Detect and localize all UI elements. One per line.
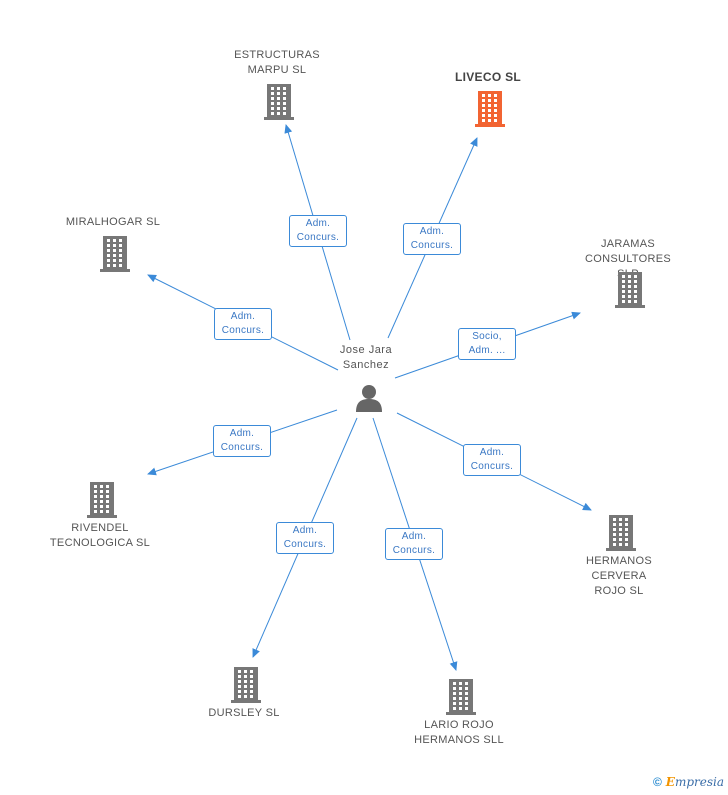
footer-brand[interactable]: ©Empresia	[653, 775, 724, 789]
relation-label[interactable]: Adm. Concurs.	[289, 215, 347, 247]
relation-label[interactable]: Adm. Concurs.	[276, 522, 334, 554]
company-label[interactable]: MIRALHOGAR SL	[65, 216, 161, 228]
building-icon[interactable]	[87, 482, 117, 523]
person-icon[interactable]	[356, 384, 382, 417]
company-label[interactable]: LARIO ROJO HERMANOS SLL	[414, 719, 504, 746]
building-icon[interactable]	[475, 91, 505, 132]
relation-label[interactable]: Adm. Concurs.	[463, 444, 521, 476]
company-label[interactable]: DURSLEY SL	[208, 707, 280, 719]
company-label[interactable]: ESTRUCTURAS MARPU SL	[234, 49, 320, 76]
relation-label[interactable]: Adm. Concurs.	[214, 308, 272, 340]
building-icon[interactable]	[100, 236, 130, 277]
relation-label[interactable]: Adm. Concurs.	[385, 528, 443, 560]
relation-label[interactable]: Adm. Concurs.	[213, 425, 271, 457]
building-icon[interactable]	[615, 272, 645, 313]
center-person-name[interactable]: Jose Jara Sanchez	[339, 344, 393, 371]
building-icon[interactable]	[231, 667, 261, 708]
brand-logo-letter: E	[665, 775, 675, 789]
copyright-icon: ©	[652, 775, 662, 789]
brand-logo-text: mpresia	[674, 775, 724, 789]
company-label[interactable]: HERMANOS CERVERA ROJO SL	[586, 555, 652, 597]
relation-label[interactable]: Socio, Adm. ...	[458, 328, 516, 360]
relation-label[interactable]: Adm. Concurs.	[403, 223, 461, 255]
company-label[interactable]: LIVECO SL	[454, 70, 522, 84]
building-icon[interactable]	[264, 84, 294, 125]
company-label[interactable]: RIVENDEL TECNOLOGICA SL	[49, 522, 151, 549]
building-icon[interactable]	[606, 515, 636, 556]
building-icon[interactable]	[446, 679, 476, 720]
